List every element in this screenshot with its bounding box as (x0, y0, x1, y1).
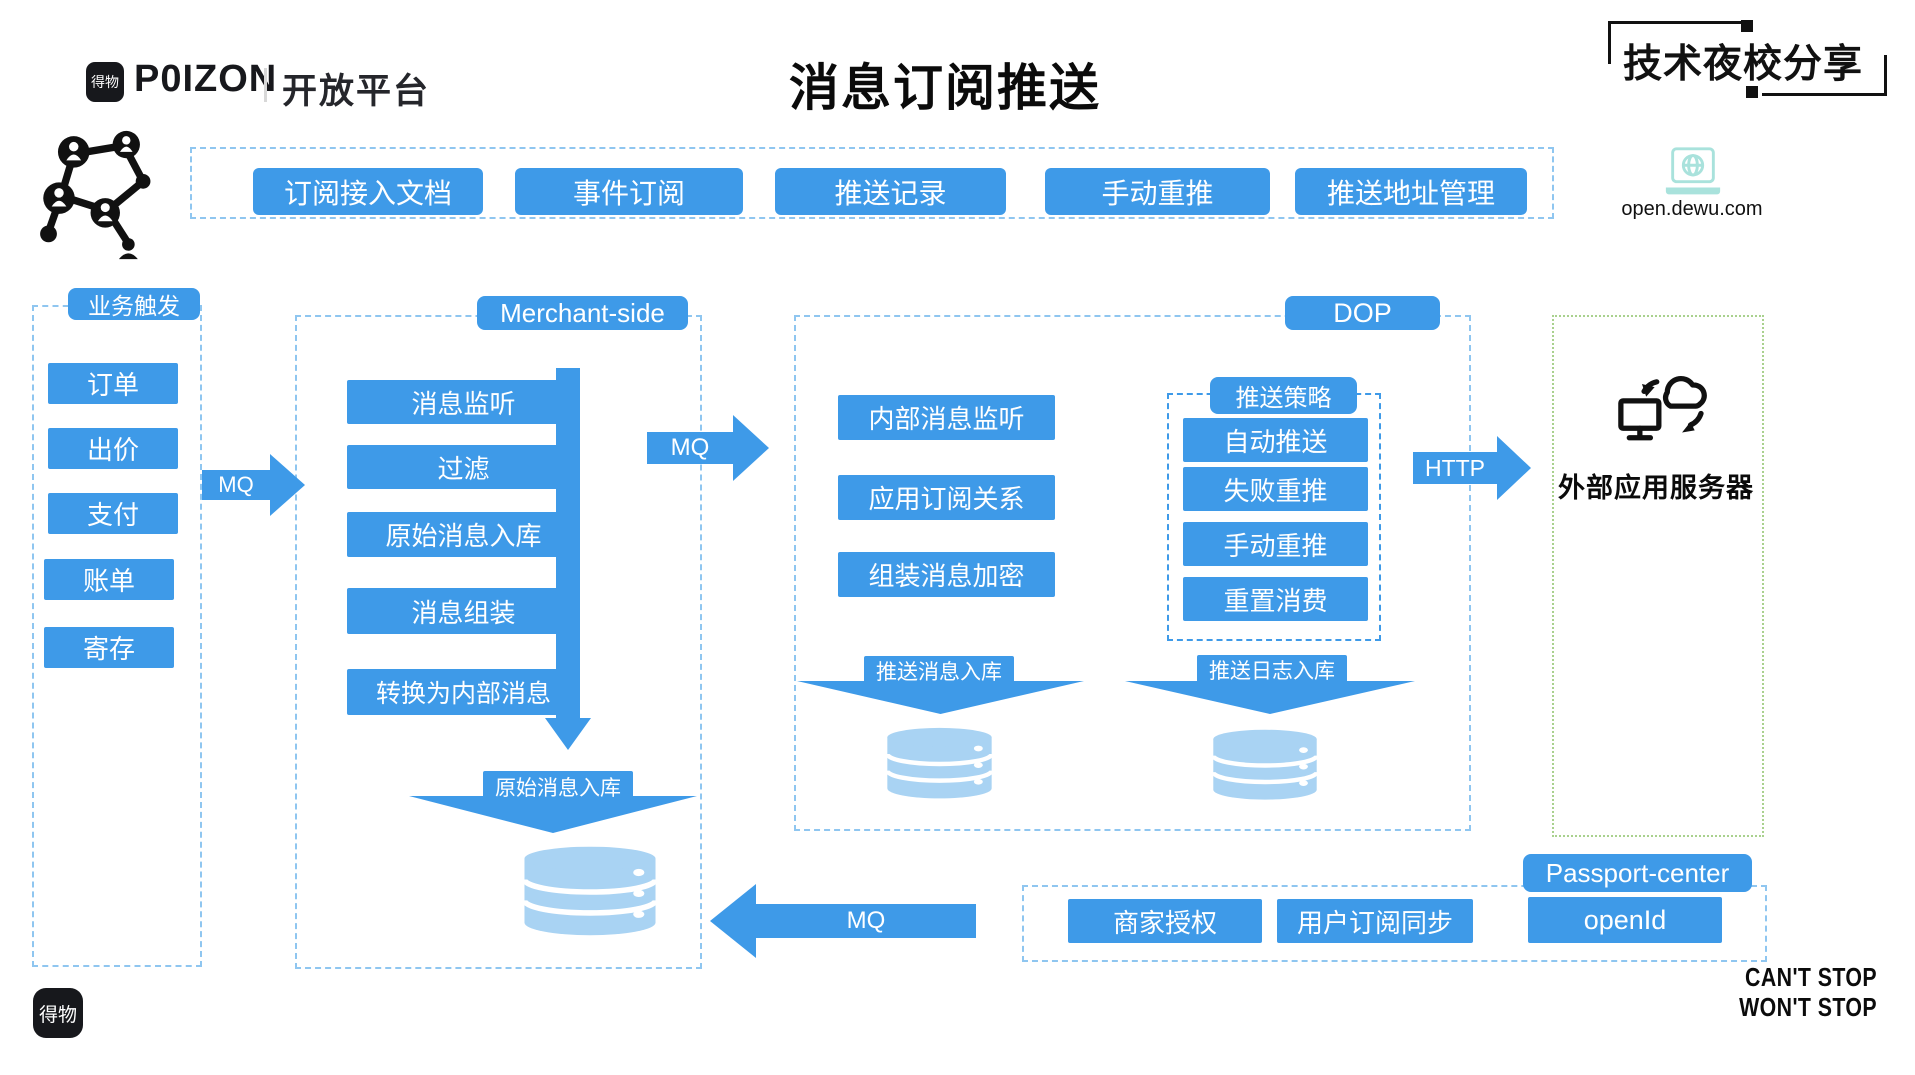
passport-center-box (1022, 885, 1767, 962)
poizon-wordmark: P0IZON (134, 58, 278, 100)
badge-bracket-bottom-right (1762, 55, 1887, 96)
badge-square-top (1741, 20, 1753, 32)
slogan: CAN'T STOP WON'T STOP (1672, 962, 1877, 1022)
strategy-reset-consume: 重置消费 (1183, 577, 1368, 621)
toolbar-button-event-subscribe[interactable]: 事件订阅 (515, 168, 743, 215)
merchant-side-label: Merchant-side (477, 296, 688, 330)
person-node (43, 182, 75, 214)
strategy-auto-push: 自动推送 (1183, 418, 1368, 462)
dop-step-assemble-encrypt: 组装消息加密 (838, 552, 1055, 597)
merchant-step-listen: 消息监听 (347, 380, 580, 424)
push-strategy-label: 推送策略 (1210, 377, 1357, 414)
toolbar-button-subscribe-doc[interactable]: 订阅接入文档 (253, 168, 483, 215)
laptop-globe-icon (1665, 147, 1721, 195)
platform-name: 开放平台 (282, 72, 431, 111)
push-log-funnel-label: 推送日志入库 (1197, 655, 1347, 684)
passport-item-user-subscribe-sync: 用户订阅同步 (1277, 899, 1473, 943)
toolbar-button-manual-repush[interactable]: 手动重推 (1045, 168, 1270, 215)
business-item-deposit: 寄存 (44, 627, 174, 668)
person-node (57, 136, 90, 168)
header-divider (264, 68, 267, 102)
external-server-label: 外部应用服务器 (1558, 473, 1754, 503)
dewu-footer-logo-icon: 得物 (33, 988, 83, 1038)
merchant-step-filter: 过滤 (347, 445, 580, 489)
slogan-line-2: WON'T STOP (1739, 992, 1877, 1022)
toolbar-button-push-record[interactable]: 推送记录 (775, 168, 1006, 215)
dop-box (794, 315, 1471, 831)
person-node (90, 198, 120, 228)
dewu-logo-icon: 得物 (86, 62, 124, 102)
slogan-line-1: CAN'T STOP (1745, 962, 1877, 992)
merchant-funnel-label: 原始消息入库 (483, 771, 633, 802)
mq-arrow-passport-to-db-head (710, 884, 756, 958)
person-node (118, 238, 138, 260)
http-arrow-to-external: HTTP (1413, 452, 1497, 484)
strategy-fail-repush: 失败重推 (1183, 467, 1368, 511)
badge-square-bottom (1746, 86, 1758, 98)
merchant-step-convert: 转换为内部消息 (347, 669, 580, 715)
badge-bracket-top-left (1608, 21, 1741, 64)
business-item-bid: 出价 (48, 428, 178, 469)
database-icon-raw-message (521, 846, 659, 936)
business-item-bill: 账单 (44, 559, 174, 600)
database-icon-push-message (885, 727, 994, 799)
badge-title: 技术夜校分享 (1623, 43, 1864, 86)
business-item-pay: 支付 (48, 493, 178, 534)
business-trigger-label: 业务触发 (68, 288, 200, 320)
dop-step-internal-listen: 内部消息监听 (838, 395, 1055, 440)
person-node (112, 130, 140, 159)
mq-arrow-passport-to-db: MQ (756, 904, 976, 938)
mq-arrow-merchant-to-dop: MQ (647, 432, 733, 464)
strategy-manual-repush: 手动重推 (1183, 522, 1368, 566)
push-message-funnel-label: 推送消息入库 (864, 656, 1014, 685)
page-title: 消息订阅推送 (789, 60, 1101, 116)
mq-arrow-business-to-merchant: MQ (202, 470, 270, 500)
toolbar-box (190, 147, 1554, 219)
http-arrow-to-external-head (1497, 436, 1531, 500)
merchant-step-raw-store: 原始消息入库 (347, 512, 580, 557)
cloud-sync-icon (1618, 376, 1707, 441)
toolbar-button-push-address[interactable]: 推送地址管理 (1295, 168, 1527, 215)
dop-step-subscribe-relation: 应用订阅关系 (838, 475, 1055, 520)
merchant-step-assemble: 消息组装 (347, 588, 580, 634)
passport-center-label: Passport-center (1523, 854, 1752, 892)
passport-item-merchant-auth: 商家授权 (1068, 899, 1262, 943)
external-server-box (1552, 315, 1764, 837)
site-url-link[interactable]: open.dewu.com (1621, 198, 1763, 220)
database-icon-push-log (1211, 729, 1319, 800)
dop-label: DOP (1285, 296, 1440, 330)
passport-item-openid: openId (1528, 897, 1722, 943)
business-item-order: 订单 (48, 363, 178, 404)
mq-arrow-merchant-to-dop-head (733, 415, 769, 481)
people-network-icon (40, 130, 151, 260)
